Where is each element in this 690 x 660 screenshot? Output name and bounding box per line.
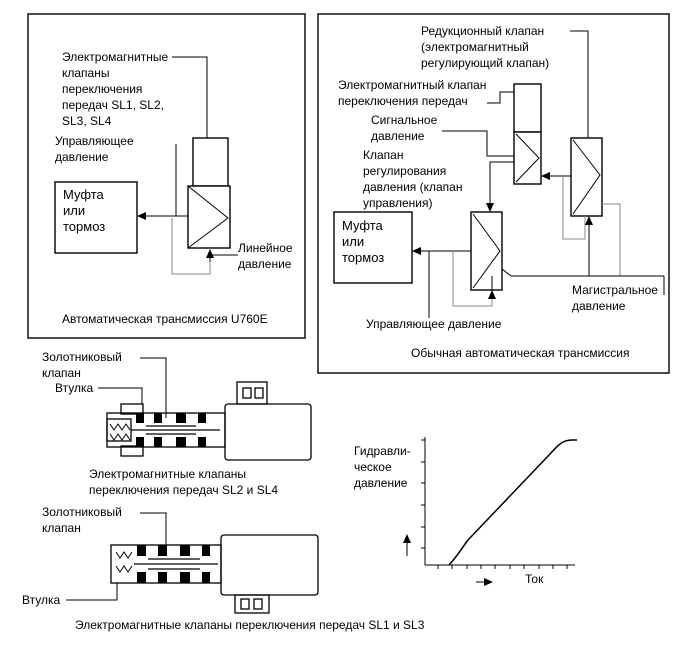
signal-pressure-line — [442, 130, 514, 157]
reducing-valve-leader — [570, 30, 589, 138]
arrow-right-icon — [476, 578, 493, 586]
sl2-valve-drawing — [106, 381, 312, 461]
graph-ylabel: Гидравли- ческое давление — [354, 444, 414, 490]
shift-solenoid-valve — [513, 131, 542, 185]
u760e-solenoid-leader — [172, 56, 208, 138]
conventional-caption: Обычная автоматическая трансмиссия — [411, 346, 629, 360]
sl2-sleeve-leader — [98, 387, 143, 404]
sl1-sleeve-label: Втулка — [22, 593, 60, 607]
sl2-spool-label: Золотниковый клапан — [42, 350, 125, 380]
reducing-valve-body — [570, 137, 603, 217]
u760e-control-pressure-label: Управляющее давление — [55, 134, 137, 164]
sl2-caption: Электромагнитные клапаны переключения пе… — [89, 467, 278, 497]
valve-to-clutch-arrow — [412, 247, 421, 255]
solenoid-sl2-sl4: Золотниковый клапан Втулка — [42, 350, 312, 497]
sl1-caption: Электромагнитные клапаны переключения пе… — [75, 618, 425, 632]
valve-inlet-arrow — [488, 290, 496, 299]
reducing-feedback-line — [562, 176, 586, 240]
u760e-solenoid-label: Электромагнитные клапаны переключения пе… — [62, 50, 172, 128]
reducing-valve-symbol — [572, 139, 601, 215]
graph-xlabel: Ток — [525, 572, 544, 586]
solenoid-to-valve-arrow — [486, 203, 494, 212]
sl1-spool-label: Золотниковый клапан — [42, 505, 125, 535]
u760e-clutch-box — [54, 181, 138, 254]
graph-x-ticks — [437, 565, 568, 569]
pressure-valve-label: Клапан регулирования давления (клапан уп… — [363, 148, 466, 210]
u760e-line-pressure-label: Линейное давление — [238, 241, 296, 271]
reducing-exhaust-line — [602, 203, 621, 276]
u760e-panel: Электромагнитные клапаны переключения пе… — [27, 13, 306, 339]
u760e-clutch-label: Муфта или тормоз — [63, 187, 107, 234]
u760e-caption: Автоматическая трансмиссия U760E — [62, 312, 268, 326]
signal-pressure-label: Сигнальное давление — [371, 113, 441, 143]
sl1-spool-leader — [140, 512, 167, 545]
conventional-clutch-box — [333, 211, 413, 284]
u760e-line-pressure-arrow — [206, 249, 214, 258]
graph-curve — [448, 439, 577, 566]
conventional-panel: Редукционный клапан (электромагнитный ре… — [317, 13, 670, 374]
sl2-sleeve-label: Втулка — [55, 381, 93, 395]
sl1-valve-drawing — [110, 534, 319, 614]
u760e-output-arrow — [137, 212, 146, 220]
u760e-valve-body — [187, 185, 231, 249]
sl1-sleeve-leader — [66, 583, 118, 601]
pressure-valve-symbol — [472, 213, 501, 289]
u760e-frame — [27, 13, 306, 339]
arrow-up-icon — [403, 534, 411, 556]
reducing-to-solenoid-arrow — [541, 172, 550, 180]
u760e-valve-symbol — [187, 185, 229, 249]
shift-solenoid-coil — [513, 83, 542, 133]
reducing-valve-label: Редукционный клапан (электромагнитный ре… — [421, 24, 549, 70]
conventional-frame — [317, 13, 670, 374]
solenoid-to-valve-line — [489, 161, 514, 205]
u760e-solenoid-coil — [192, 137, 229, 187]
main-pressure-branch-arrow — [585, 216, 593, 225]
pressure-valve-body — [470, 211, 503, 291]
graph-y-ticks — [421, 439, 425, 549]
shift-solenoid-leader — [487, 91, 514, 104]
pressure-current-graph: Гидравли- ческое давление — [354, 437, 577, 586]
conventional-clutch-label: Муфта или тормоз — [342, 218, 386, 265]
conventional-control-pressure-label: Управляющее давление — [366, 317, 502, 331]
solenoid-sl1-sl3: Золотниковый клапан Втулка Элект — [22, 505, 425, 632]
main-pressure-label: Магистральное давление — [572, 283, 661, 313]
shift-solenoid-symbol — [515, 133, 540, 183]
shift-solenoid-label: Электромагнитный клапан переключения пер… — [338, 78, 490, 108]
sl2-spool-leader — [140, 357, 167, 418]
main-pressure-line — [501, 268, 664, 277]
